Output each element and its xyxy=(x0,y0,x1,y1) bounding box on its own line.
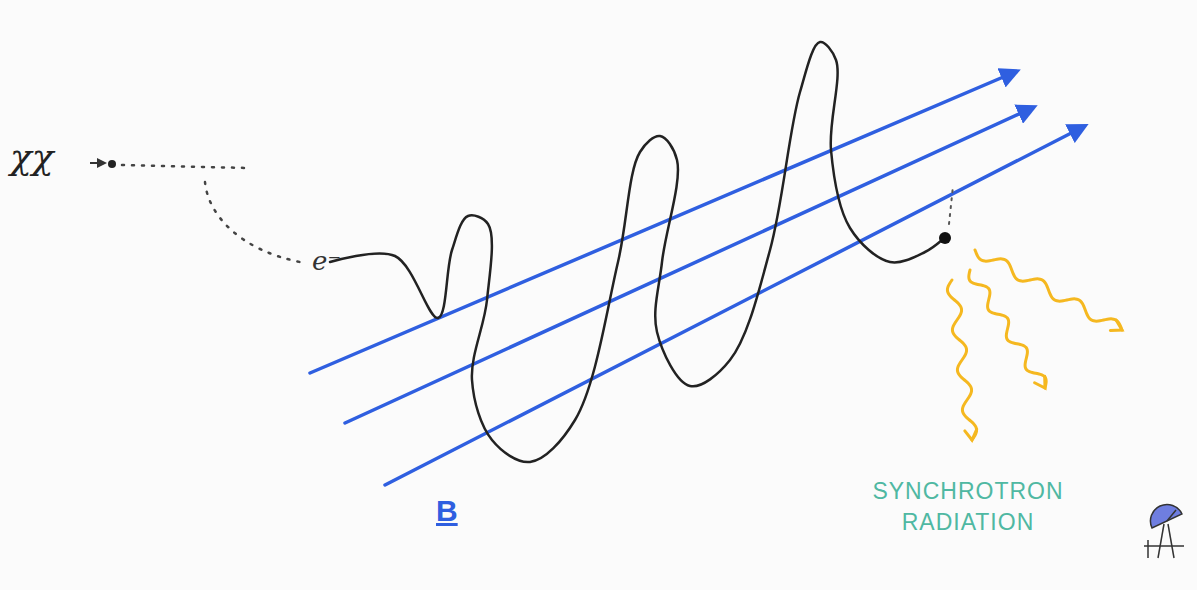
photon xyxy=(947,280,976,440)
trail-dots xyxy=(949,186,953,224)
photon-head xyxy=(965,429,977,440)
photon-wave xyxy=(969,270,1046,388)
photon-wave xyxy=(975,250,1122,330)
annihilation-arrow xyxy=(90,160,248,168)
magnetic-field-lines xyxy=(310,72,1083,485)
particle-label: χχ xyxy=(10,136,54,177)
photon-head xyxy=(1035,376,1045,388)
field-line xyxy=(385,127,1083,485)
telescope-icon xyxy=(1144,504,1184,558)
photon-wave xyxy=(947,280,976,440)
synchrotron-photons xyxy=(947,250,1122,440)
helix-path xyxy=(330,42,942,462)
photon xyxy=(975,250,1122,330)
electron-dot xyxy=(939,232,951,244)
field-label: B xyxy=(436,494,458,528)
radiation-label: SYNCHROTRON RADIATION xyxy=(868,476,1068,538)
electron-helix xyxy=(330,42,942,462)
photon xyxy=(969,270,1046,388)
field-line xyxy=(310,72,1015,373)
electron-path-dotted xyxy=(205,182,300,262)
photon-head xyxy=(1110,320,1122,331)
electron-label: e⁻ xyxy=(312,246,341,276)
